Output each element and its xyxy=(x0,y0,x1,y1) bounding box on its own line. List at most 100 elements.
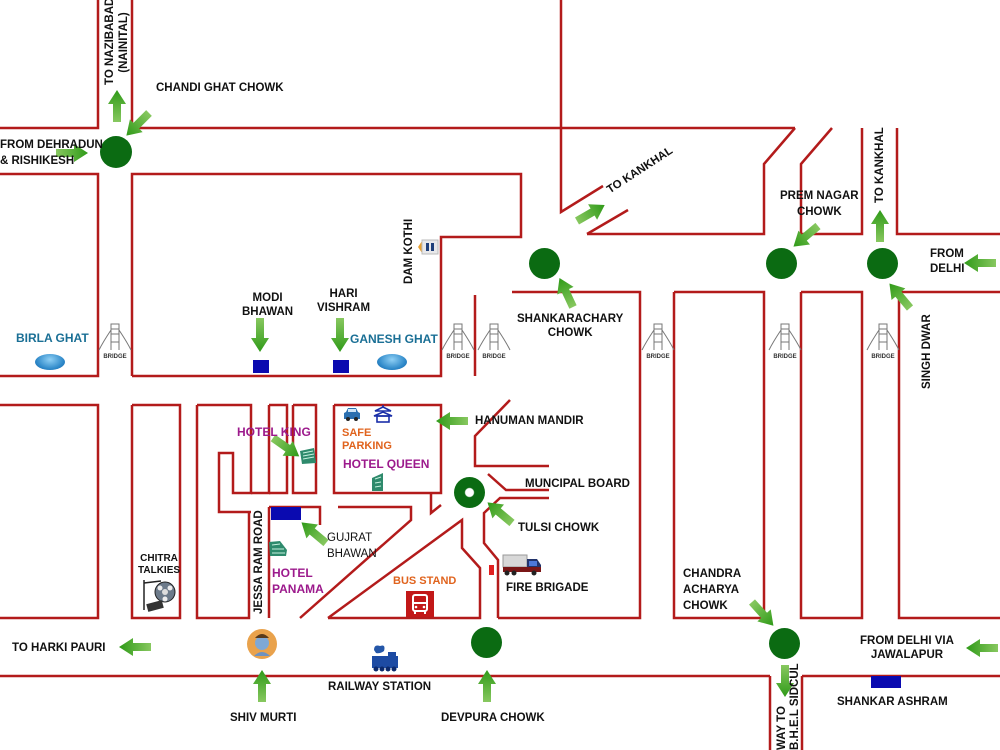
muncipal-board-label[interactable]: MUNCIPAL BOARD xyxy=(525,478,630,490)
chandra-acharya-chowk-label[interactable]: CHANDRA ACHARYA CHOWK xyxy=(683,568,742,612)
arrow-icon-from-delhi-via xyxy=(966,639,998,657)
hotel-king-label[interactable]: HOTEL KING xyxy=(237,425,311,439)
road-edge xyxy=(498,290,642,620)
arrow-icon-to-harki-pauri xyxy=(119,638,151,656)
arrow-icon-to-kankhal-diag xyxy=(575,204,605,225)
bridge-icon: BRIDGE xyxy=(767,322,803,360)
road-edge xyxy=(332,403,443,495)
to-nazibabad-label: TO NAZIBABAD (NAINITAL) xyxy=(104,0,130,85)
bus-stand-label[interactable]: BUS STAND xyxy=(393,575,457,587)
fire-brigade-label[interactable]: FIRE BRIGADE xyxy=(506,582,589,594)
road-edge xyxy=(291,403,318,495)
arrow-icon-prem-nagar xyxy=(793,222,821,247)
shiv-murti-label[interactable]: SHIV MURTI xyxy=(230,712,297,724)
bridge-icon: BRIDGE xyxy=(476,322,512,360)
road-edge xyxy=(197,403,253,514)
chandi-ghat-chowk-label[interactable]: CHANDI GHAT CHOWK xyxy=(156,82,284,94)
dam-kothi-building-icon[interactable] xyxy=(418,237,440,262)
jessa-ram-road-label[interactable]: JESSA RAM ROAD xyxy=(253,510,265,614)
bus-stand-icon[interactable] xyxy=(406,591,434,622)
modi-bhawan-marker[interactable] xyxy=(253,360,269,373)
road-edge xyxy=(0,403,100,620)
hanuman-mandir-label[interactable]: HANUMAN MANDIR xyxy=(475,415,584,427)
devpura-chowk-marker[interactable] xyxy=(471,627,502,658)
arrow-icon-to-kankhal-vert xyxy=(871,210,889,242)
hotel-panama-building-icon[interactable] xyxy=(268,540,288,563)
safe-parking-label[interactable]: SAFE PARKING xyxy=(342,427,392,452)
arrow-icon-from-dehradun xyxy=(56,144,88,162)
arrow-icon-to-nazibabad xyxy=(108,90,126,122)
chitra-talkies-label[interactable]: CHITRA TALKIES xyxy=(138,553,181,576)
road-edge xyxy=(801,128,864,236)
ganesh-ghat-label[interactable]: GANESH GHAT xyxy=(350,332,438,346)
modi-bhawan-label[interactable]: MODI BHAWAN xyxy=(242,292,294,318)
road-edge xyxy=(799,290,864,620)
hotel-queen-building-icon[interactable] xyxy=(369,472,387,497)
temple-icon xyxy=(372,404,394,429)
car-parking-icon xyxy=(343,406,361,427)
shankar-ashram-label[interactable]: SHANKAR ASHRAM xyxy=(837,696,948,708)
singh-dwar-label[interactable]: SINGH DWAR xyxy=(921,314,933,389)
road-edge xyxy=(559,0,604,215)
road-edge xyxy=(895,128,1000,236)
road-edge xyxy=(327,517,482,620)
road-edge xyxy=(587,127,796,236)
road-edge xyxy=(586,208,629,236)
bridge-icon: BRIDGE xyxy=(865,322,901,360)
arrow-icon-tulsi-chowk xyxy=(487,502,515,527)
road-edge xyxy=(195,405,251,620)
arrow-icon-from-delhi xyxy=(964,254,996,272)
bridge-icon: BRIDGE xyxy=(640,322,676,360)
railway-station-label[interactable]: RAILWAY STATION xyxy=(328,681,432,693)
road-edge xyxy=(130,172,523,378)
prem-nagar-chowk-marker[interactable] xyxy=(766,248,797,279)
hotel-queen-label[interactable]: HOTEL QUEEN xyxy=(343,457,430,471)
road-edge xyxy=(897,290,1000,620)
shankarachary-chowk-label[interactable]: SHANKARACHARY CHOWK xyxy=(517,313,624,339)
road-edge xyxy=(429,493,442,516)
devpura-chowk-label[interactable]: DEVPURA CHOWK xyxy=(441,712,545,724)
tulsi-chowk-marker[interactable] xyxy=(454,477,485,508)
gujrat-bhawan-marker[interactable] xyxy=(271,507,301,520)
chandra-acharya-chowk-marker[interactable] xyxy=(769,628,800,659)
tulsi-chowk-label[interactable]: TULSI CHOWK xyxy=(518,522,600,534)
chandi-ghat-chowk-marker[interactable] xyxy=(100,136,132,168)
hari-vishram-marker[interactable] xyxy=(333,360,349,373)
hotel-king-building-icon[interactable] xyxy=(299,447,317,470)
shiv-murti-icon[interactable] xyxy=(246,628,278,665)
arrow-icon-gujrat-bhawan xyxy=(301,522,329,547)
hotel-panama-label[interactable]: HOTEL PANAMA xyxy=(272,566,324,596)
road-edge xyxy=(0,172,100,378)
road-edge xyxy=(299,505,413,619)
dam-kothi-label[interactable]: DAM KOTHI xyxy=(403,218,415,284)
fire-truck-icon[interactable] xyxy=(489,553,543,582)
road-edge xyxy=(482,496,549,618)
cinema-film-reel-icon[interactable] xyxy=(141,578,177,617)
birla-ghat-label[interactable]: BIRLA GHAT xyxy=(16,331,89,345)
arrow-icon-hotel-king xyxy=(270,434,300,457)
road-edge xyxy=(473,399,549,468)
railway-train-icon[interactable] xyxy=(368,644,402,679)
hari-vishram-label[interactable]: HARI VISHRAM xyxy=(317,288,371,314)
ghat-water-icon xyxy=(377,354,407,370)
shankar-ashram-marker[interactable] xyxy=(871,676,901,688)
gujrat-bhawan-label[interactable]: GUJRAT BHAWAN xyxy=(327,532,377,560)
arrow-icon-chandi-ghat xyxy=(126,110,152,136)
shankarachary-chowk-marker[interactable] xyxy=(529,248,560,279)
arrow-icon-hari-vishram xyxy=(331,318,349,352)
to-harki-pauri-label: TO HARKI PAURI xyxy=(12,642,106,654)
arrow-icon-singh-dwar xyxy=(889,283,914,311)
road-edge xyxy=(799,127,833,234)
singh-dwar-chowk-marker[interactable] xyxy=(867,248,898,279)
arrow-icon-shiv-murti xyxy=(253,670,271,702)
arrow-icon-way-to-bhel xyxy=(776,665,794,697)
to-kankhal-vertical-label: TO KANKHAL xyxy=(874,127,886,203)
prem-nagar-chowk-label[interactable]: PREM NAGAR CHOWK xyxy=(780,190,859,218)
road-edge xyxy=(0,0,100,130)
bridge-icon: BRIDGE xyxy=(97,322,133,360)
ghat-water-icon xyxy=(35,354,65,370)
arrow-icon-modi-bhawan xyxy=(251,318,269,352)
road-edge xyxy=(487,473,549,492)
arrow-icon-chandra-acharya xyxy=(749,599,774,626)
